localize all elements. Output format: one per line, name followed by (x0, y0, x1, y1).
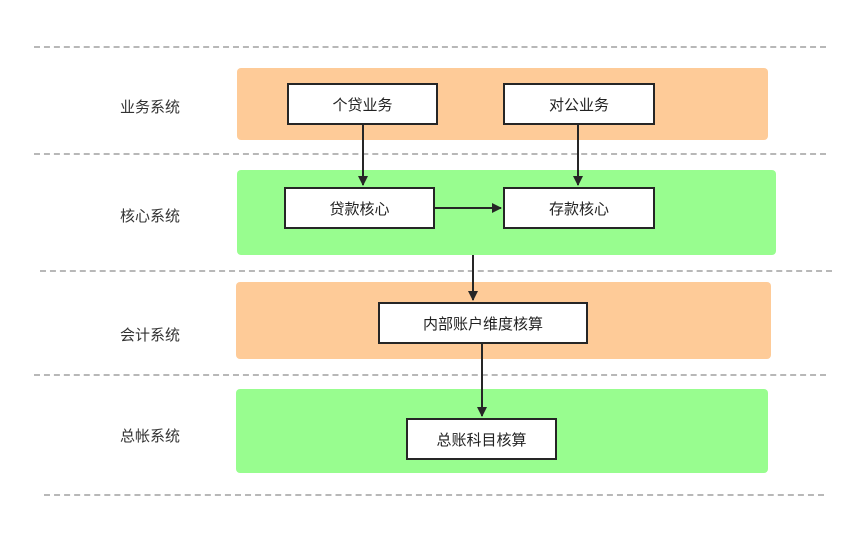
layer-label-business: 业务系统 (120, 98, 181, 116)
lane-divider-3 (34, 374, 826, 376)
layer-label-general-ledger: 总帐系统 (120, 427, 181, 445)
node-internal-account-accounting: 内部账户维度核算 (378, 302, 588, 344)
node-corporate-business: 对公业务 (503, 83, 655, 125)
node-personal-loan: 个贷业务 (287, 83, 438, 125)
lane-divider-bottom (44, 494, 824, 496)
lane-divider-top (34, 46, 826, 48)
node-deposit-core: 存款核心 (503, 187, 655, 229)
node-loan-core: 贷款核心 (284, 187, 435, 229)
node-gl-subject-accounting: 总账科目核算 (406, 418, 557, 460)
lane-divider-1 (34, 153, 826, 155)
layer-label-accounting: 会计系统 (120, 326, 181, 344)
layer-label-core: 核心系统 (120, 207, 181, 225)
lane-divider-2 (40, 270, 832, 272)
